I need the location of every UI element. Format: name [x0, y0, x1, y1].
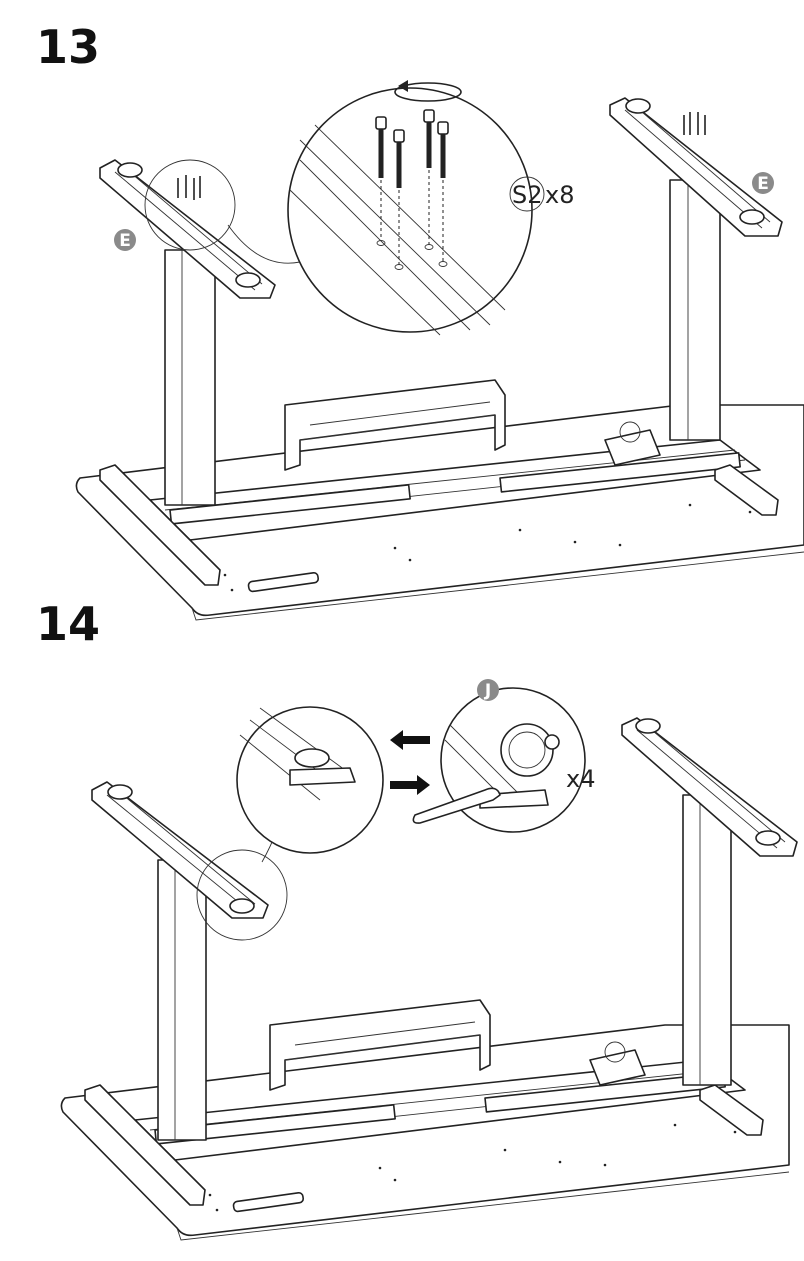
arrow-right-icon: [390, 775, 430, 795]
caster-detail-callout: J x4: [412, 679, 595, 833]
part-badge-e: [752, 172, 774, 194]
left-leg: [99, 159, 276, 506]
detail-callout: S2 x8: [227, 80, 574, 336]
rotate-icon: [394, 80, 462, 102]
part-marker: [509, 176, 545, 212]
part-badge-e: [114, 229, 136, 251]
part-badge-j: [477, 679, 499, 701]
quantity: x4: [566, 765, 595, 793]
step-13: 13 E E: [36, 20, 804, 621]
quantity: x8: [545, 181, 574, 209]
part-code: S2: [512, 181, 543, 209]
before-detail-callout: [236, 706, 384, 863]
svg-text:E: E: [757, 174, 769, 194]
svg-text:J: J: [484, 681, 491, 701]
wrench-icon: [412, 787, 501, 824]
arrow-left-icon: [390, 730, 430, 750]
step-number: 14: [36, 597, 100, 651]
left-leg: [91, 781, 288, 1141]
svg-text:E: E: [119, 231, 131, 251]
right-leg: [621, 717, 798, 1086]
right-leg: [609, 97, 783, 441]
step-14: 14: [36, 597, 798, 1241]
step-number: 13: [36, 20, 100, 74]
